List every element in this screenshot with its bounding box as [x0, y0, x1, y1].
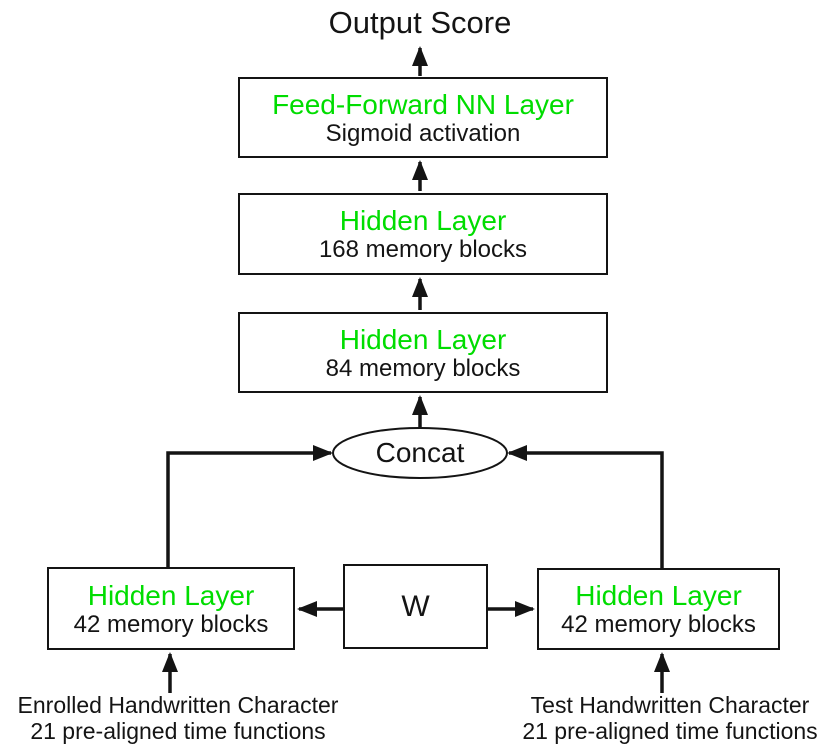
node-title: Hidden Layer: [575, 580, 742, 611]
node-subtitle: 84 memory blocks: [325, 354, 521, 382]
node-hidden-layer-168: Hidden Layer 168 memory blocks: [238, 193, 608, 275]
node-title: Hidden Layer: [339, 205, 507, 236]
node-feed-forward-nn-layer: Feed-Forward NN Layer Sigmoid activation: [238, 77, 608, 158]
input-caption-enrolled: Enrolled Handwritten Character 21 pre-al…: [0, 692, 356, 744]
node-shared-weights-w: W: [343, 564, 488, 649]
node-hidden-layer-42-right: Hidden Layer 42 memory blocks: [537, 568, 780, 650]
input-caption-line2: 21 pre-aligned time functions: [522, 718, 818, 744]
node-title: Hidden Layer: [87, 579, 255, 611]
arrow-hiddenleft-to-concat: [166, 445, 333, 567]
w-label: W: [401, 589, 430, 623]
node-subtitle: 42 memory blocks: [73, 610, 269, 638]
concat-node-label: Concat: [375, 437, 465, 468]
node-subtitle: Sigmoid activation: [325, 119, 521, 147]
node-subtitle: 168 memory blocks: [318, 236, 528, 263]
node-hidden-layer-42-left: Hidden Layer 42 memory blocks: [47, 567, 295, 650]
output-score-label: Output Score: [328, 5, 512, 40]
node-hidden-layer-84: Hidden Layer 84 memory blocks: [238, 312, 608, 393]
node-title: Feed-Forward NN Layer: [272, 88, 574, 120]
node-title: Hidden Layer: [339, 323, 507, 355]
input-caption-line1: Test Handwritten Character: [530, 692, 810, 718]
arrow-hiddenright-to-concat: [507, 445, 664, 568]
input-caption-line2: 21 pre-aligned time functions: [30, 718, 326, 744]
node-subtitle: 42 memory blocks: [561, 611, 756, 638]
input-caption-line1: Enrolled Handwritten Character: [17, 692, 339, 718]
input-caption-test: Test Handwritten Character 21 pre-aligne…: [492, 692, 831, 744]
